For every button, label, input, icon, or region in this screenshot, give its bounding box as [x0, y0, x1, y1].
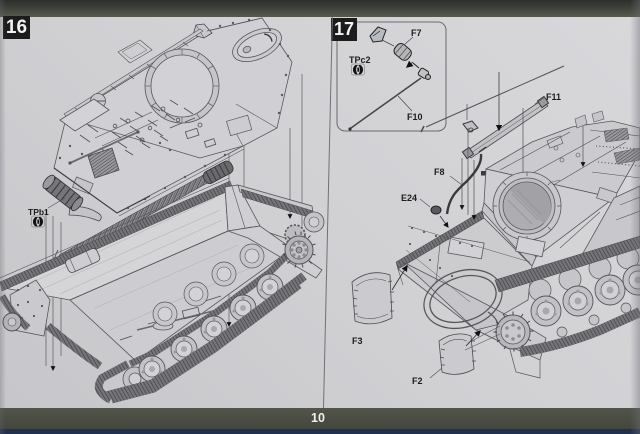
svg-text:F7: F7	[411, 28, 422, 38]
svg-text:F2: F2	[412, 376, 423, 386]
svg-text:TPc2: TPc2	[349, 55, 371, 65]
svg-text:F8: F8	[434, 167, 445, 177]
svg-text:F11: F11	[546, 92, 561, 102]
svg-text:E24: E24	[401, 193, 417, 203]
svg-text:TPb1: TPb1	[28, 207, 49, 217]
svg-text:F10: F10	[407, 112, 423, 122]
svg-text:F3: F3	[352, 336, 363, 346]
